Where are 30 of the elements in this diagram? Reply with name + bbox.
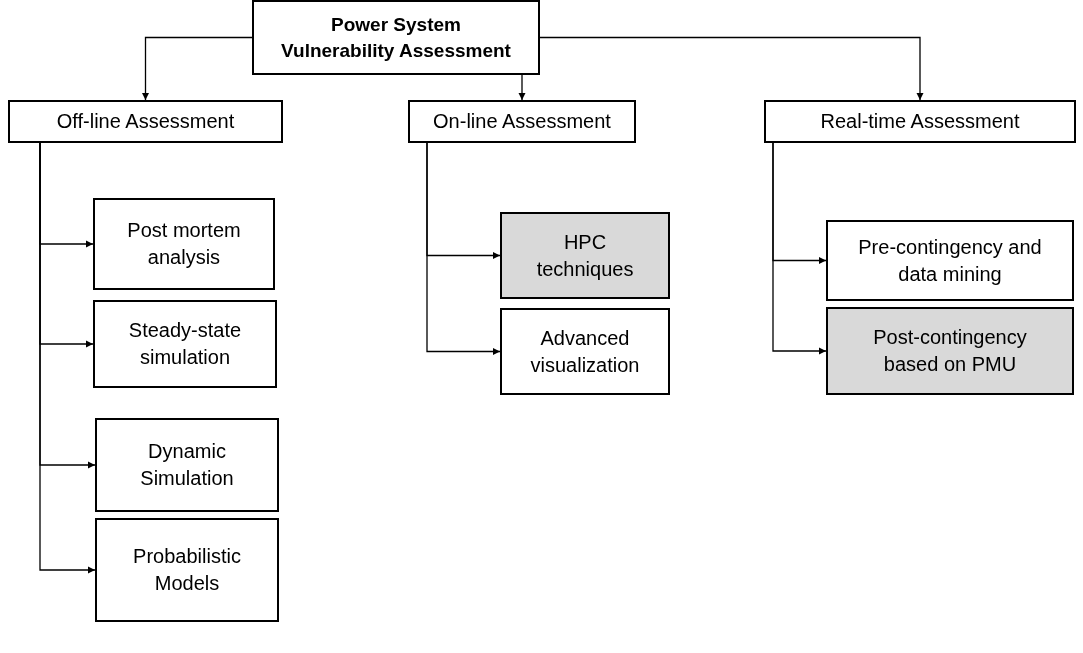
box-label: HPC techniques bbox=[536, 229, 634, 282]
box-label: Post mortem analysis bbox=[126, 218, 242, 270]
process-box bbox=[8, 100, 283, 143]
process-box bbox=[826, 220, 1074, 301]
process-box bbox=[826, 307, 1074, 395]
process-box bbox=[95, 418, 279, 512]
process-box bbox=[95, 518, 279, 622]
box-label: Dynamic Simulation bbox=[139, 439, 235, 491]
arrow bbox=[772, 142, 827, 355]
arrow bbox=[426, 142, 501, 355]
box-label: Off-line Assessment bbox=[56, 109, 235, 134]
process-box bbox=[500, 212, 670, 299]
box-label: Steady-state simulation bbox=[127, 318, 243, 370]
arrow bbox=[142, 36, 253, 101]
box-label: Real-time Assessment bbox=[820, 109, 1020, 134]
box-label: Advanced visualization bbox=[529, 325, 641, 378]
root-box bbox=[252, 0, 540, 75]
box-label: Post-contingency based on PMU bbox=[872, 325, 1028, 377]
box-label: Pre-contingency and data mining bbox=[858, 234, 1042, 287]
process-box bbox=[764, 100, 1076, 143]
process-box bbox=[408, 100, 636, 143]
box-label: On-line Assessment bbox=[433, 109, 611, 134]
box-label: Probabilistic Models bbox=[132, 544, 242, 596]
arrow bbox=[39, 142, 96, 574]
box-label: Power System Vulnerability Assessment bbox=[280, 12, 512, 63]
process-box bbox=[500, 308, 670, 395]
arrow bbox=[539, 36, 924, 101]
process-box bbox=[93, 198, 275, 290]
arrow bbox=[518, 74, 526, 101]
process-box bbox=[93, 300, 277, 388]
